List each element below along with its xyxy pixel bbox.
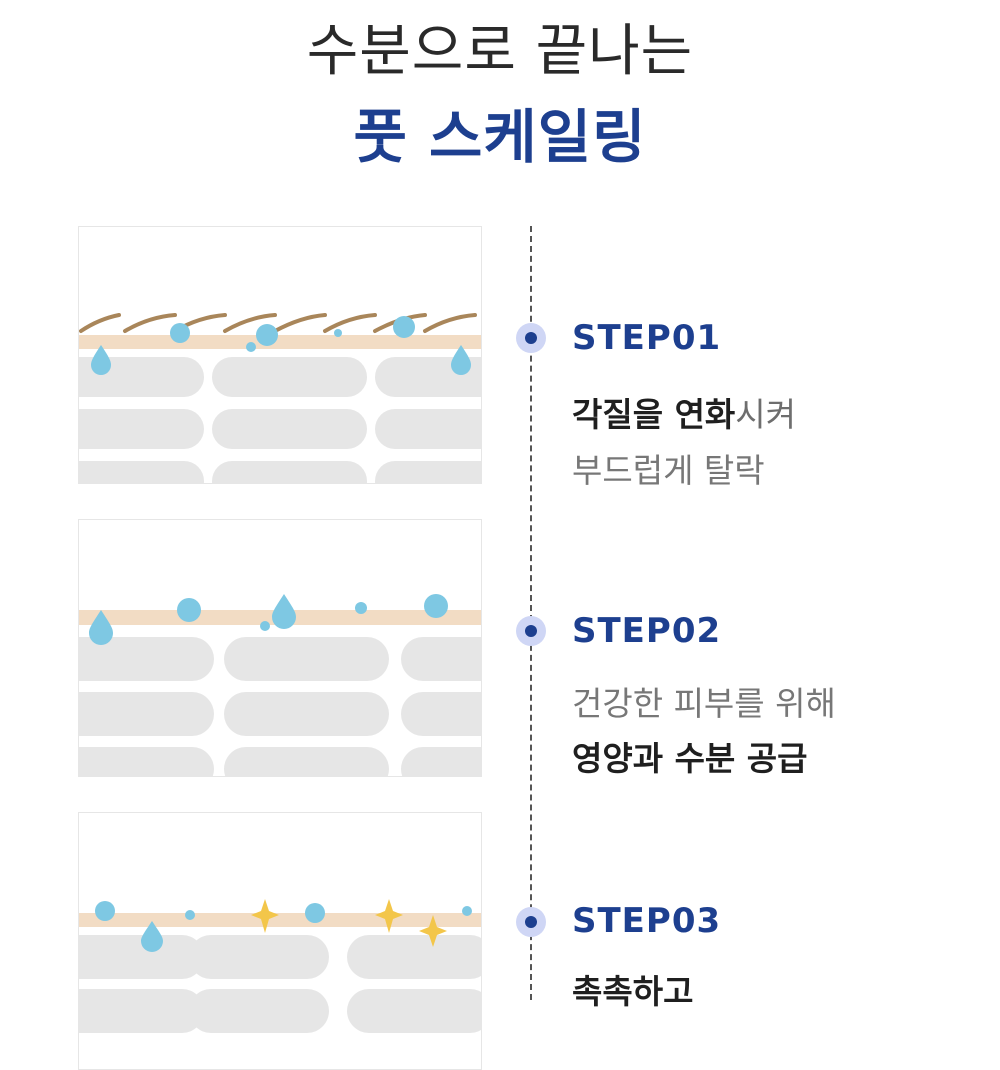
skin-surface-band bbox=[79, 335, 481, 349]
page-title-line1: 수분으로 끝나는 bbox=[306, 19, 694, 84]
step01-desc-line1: 각질을 연화시켜 bbox=[572, 388, 796, 436]
step02-desc-line2: 영양과 수분 공급 bbox=[572, 732, 808, 780]
step03-label: STEP03 bbox=[572, 901, 722, 941]
water-bubble-icon bbox=[95, 901, 472, 923]
step03-illustration bbox=[78, 812, 482, 1070]
step01-desc-light: 시켜 bbox=[735, 395, 797, 434]
step01-timeline-dot bbox=[516, 323, 546, 353]
step02-illustration bbox=[78, 519, 482, 777]
step03-desc-bold: 촉촉하고 bbox=[572, 972, 694, 1011]
water-drop-icon bbox=[89, 594, 296, 645]
step03-desc-line1: 촉촉하고 bbox=[572, 965, 693, 1013]
step01-desc-bold: 각질을 연화 bbox=[572, 395, 736, 434]
water-bubble-icon bbox=[170, 316, 415, 352]
step01-label: STEP01 bbox=[572, 318, 722, 358]
skin-cell-rows bbox=[79, 935, 481, 1033]
water-drop-icon bbox=[141, 921, 163, 952]
page-title-line2: 풋 스케일링 bbox=[353, 103, 647, 171]
timeline-dashed-line bbox=[530, 226, 532, 1000]
step03-timeline-dot bbox=[516, 907, 546, 937]
water-drop-icon bbox=[91, 345, 471, 375]
step01-illustration bbox=[78, 226, 482, 484]
step01-desc-line2: 부드럽게 탈락 bbox=[572, 451, 765, 490]
step02-desc-bold: 영양과 수분 공급 bbox=[572, 739, 808, 778]
skin-surface-band bbox=[79, 913, 481, 927]
step02-label: STEP02 bbox=[572, 611, 722, 651]
sparkle-icon bbox=[251, 899, 447, 947]
dead-skin-flakes bbox=[79, 313, 477, 333]
water-bubble-icon bbox=[177, 594, 448, 631]
step02-timeline-dot bbox=[516, 616, 546, 646]
skin-cell-rows bbox=[79, 637, 481, 776]
step02-desc-line1: 건강한 피부를 위해 bbox=[572, 684, 836, 723]
skin-cell-rows bbox=[79, 357, 481, 483]
